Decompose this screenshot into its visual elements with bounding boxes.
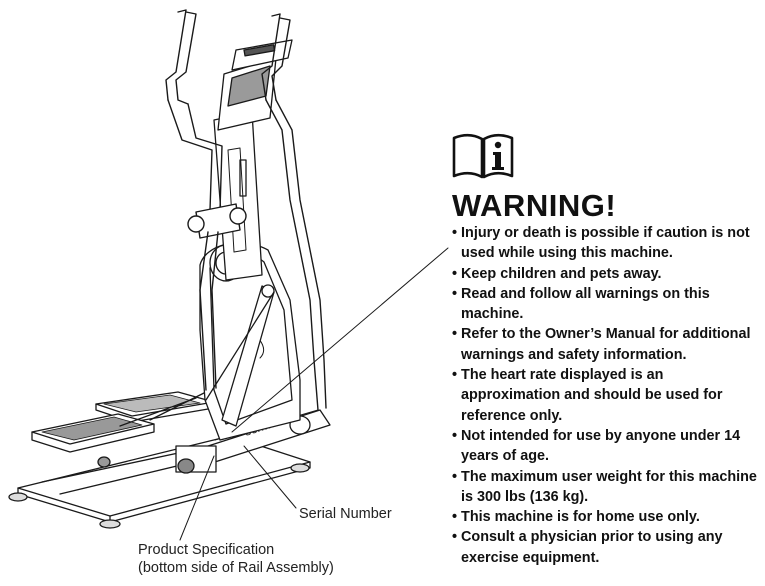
warning-item: • Injury or death is possible if caution… [452,225,750,262]
warning-title: WARNING! [452,188,617,223]
base-frame [8,435,311,529]
product-spec-line2: (bottom side of Rail Assembly) [138,560,334,576]
product-spec-leader [179,455,215,541]
manual-info-icon [452,133,514,179]
warning-list: • Injury or death is possible if caution… [452,223,765,568]
warning-item: • Consult a physician prior to using any… [452,529,723,566]
product-spec-line1: Product Specification [138,542,275,558]
serial-number-leader [243,445,297,509]
warning-item: • Refer to the Owner’s Manual for additi… [452,326,751,363]
handlebars [165,9,327,411]
warning-item: • This machine is for home use only. [452,509,700,526]
warning-item: • Keep children and pets away. [452,265,662,282]
console [217,39,293,131]
pedal-arm [205,284,275,427]
serial-number-label: Serial Number [299,506,392,522]
pedals [31,391,215,453]
warning-item: • The heart rate displayed is an approxi… [452,367,723,424]
warning-leader [231,247,449,433]
warning-item: • Read and follow all warnings on this m… [452,285,710,323]
warning-item: • Not intended for use by anyone under 1… [452,427,741,465]
warning-item: • The maximum user weight for this machi… [452,468,757,505]
product-spec-label: Product Specification (bottom side of Ra… [138,541,334,577]
